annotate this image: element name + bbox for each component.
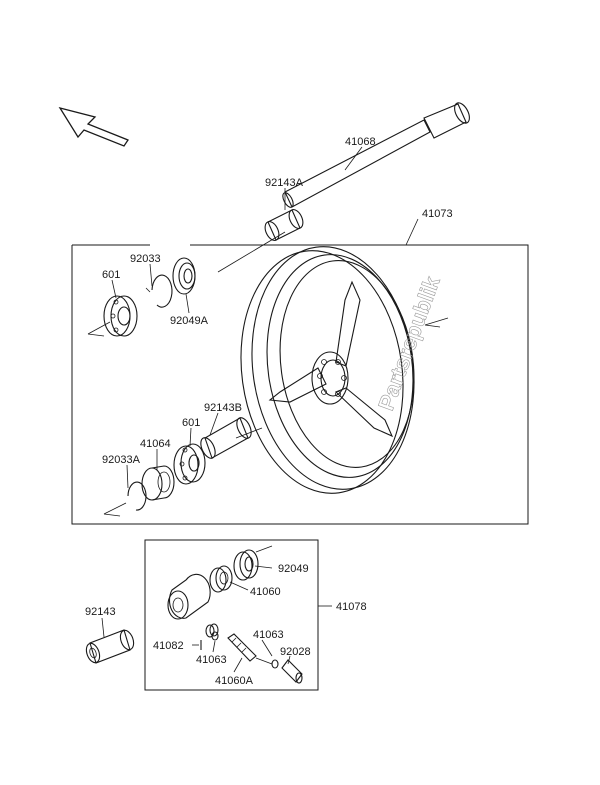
- label-92143: 92143: [85, 606, 116, 618]
- speedometer-gear-frame: [144, 539, 332, 691]
- label-92028: 92028: [280, 646, 311, 658]
- circlip-92033A[interactable]: [103, 481, 147, 517]
- bushing-92028[interactable]: [281, 659, 303, 684]
- circlip-92033[interactable]: [145, 274, 173, 308]
- washer-41063-lower[interactable]: [271, 659, 279, 669]
- leader-lines: [101, 146, 419, 673]
- label-41060: 41060: [250, 586, 281, 598]
- collar-92143A[interactable]: [262, 207, 305, 242]
- label-41073: 41073: [422, 208, 453, 220]
- pinion-41060A[interactable]: [227, 633, 273, 665]
- label-92049A: 92049A: [170, 315, 209, 327]
- label-41063-right: 41063: [253, 629, 284, 641]
- label-41082: 41082: [153, 640, 184, 652]
- wheel-assembly-frame: [71, 244, 529, 525]
- watermark-text: Partsrepublik: [373, 272, 445, 413]
- label-601-lower: 601: [182, 417, 200, 429]
- oil-seal-92049A[interactable]: [172, 257, 196, 295]
- direction-arrow-icon: [58, 106, 129, 147]
- label-41060A: 41060A: [215, 675, 254, 687]
- label-41063-left: 41063: [196, 654, 227, 666]
- gear-housing[interactable]: [167, 573, 211, 620]
- label-601-upper: 601: [102, 269, 120, 281]
- label-41068: 41068: [345, 136, 376, 148]
- bearing-601-upper[interactable]: [87, 295, 138, 337]
- axle-shaft[interactable]: [217, 100, 472, 273]
- bearing-601-lower[interactable]: [173, 443, 206, 485]
- wheel-rim[interactable]: [226, 236, 449, 504]
- label-41064: 41064: [140, 438, 171, 450]
- gear-41060[interactable]: [209, 565, 233, 593]
- label-92049: 92049: [278, 563, 309, 575]
- label-92143A: 92143A: [265, 177, 304, 189]
- label-92033: 92033: [130, 253, 161, 265]
- oil-seal-92049[interactable]: [233, 545, 273, 581]
- label-92033A: 92033A: [102, 454, 141, 466]
- collar-92143[interactable]: [84, 629, 136, 665]
- bushing-41063-upper[interactable]: [205, 623, 219, 638]
- label-41078: 41078: [336, 601, 367, 613]
- spacer-41064[interactable]: [141, 465, 175, 501]
- washer-41063[interactable]: [211, 631, 219, 641]
- label-92143B: 92143B: [204, 402, 242, 414]
- collar-92143B[interactable]: [198, 415, 263, 460]
